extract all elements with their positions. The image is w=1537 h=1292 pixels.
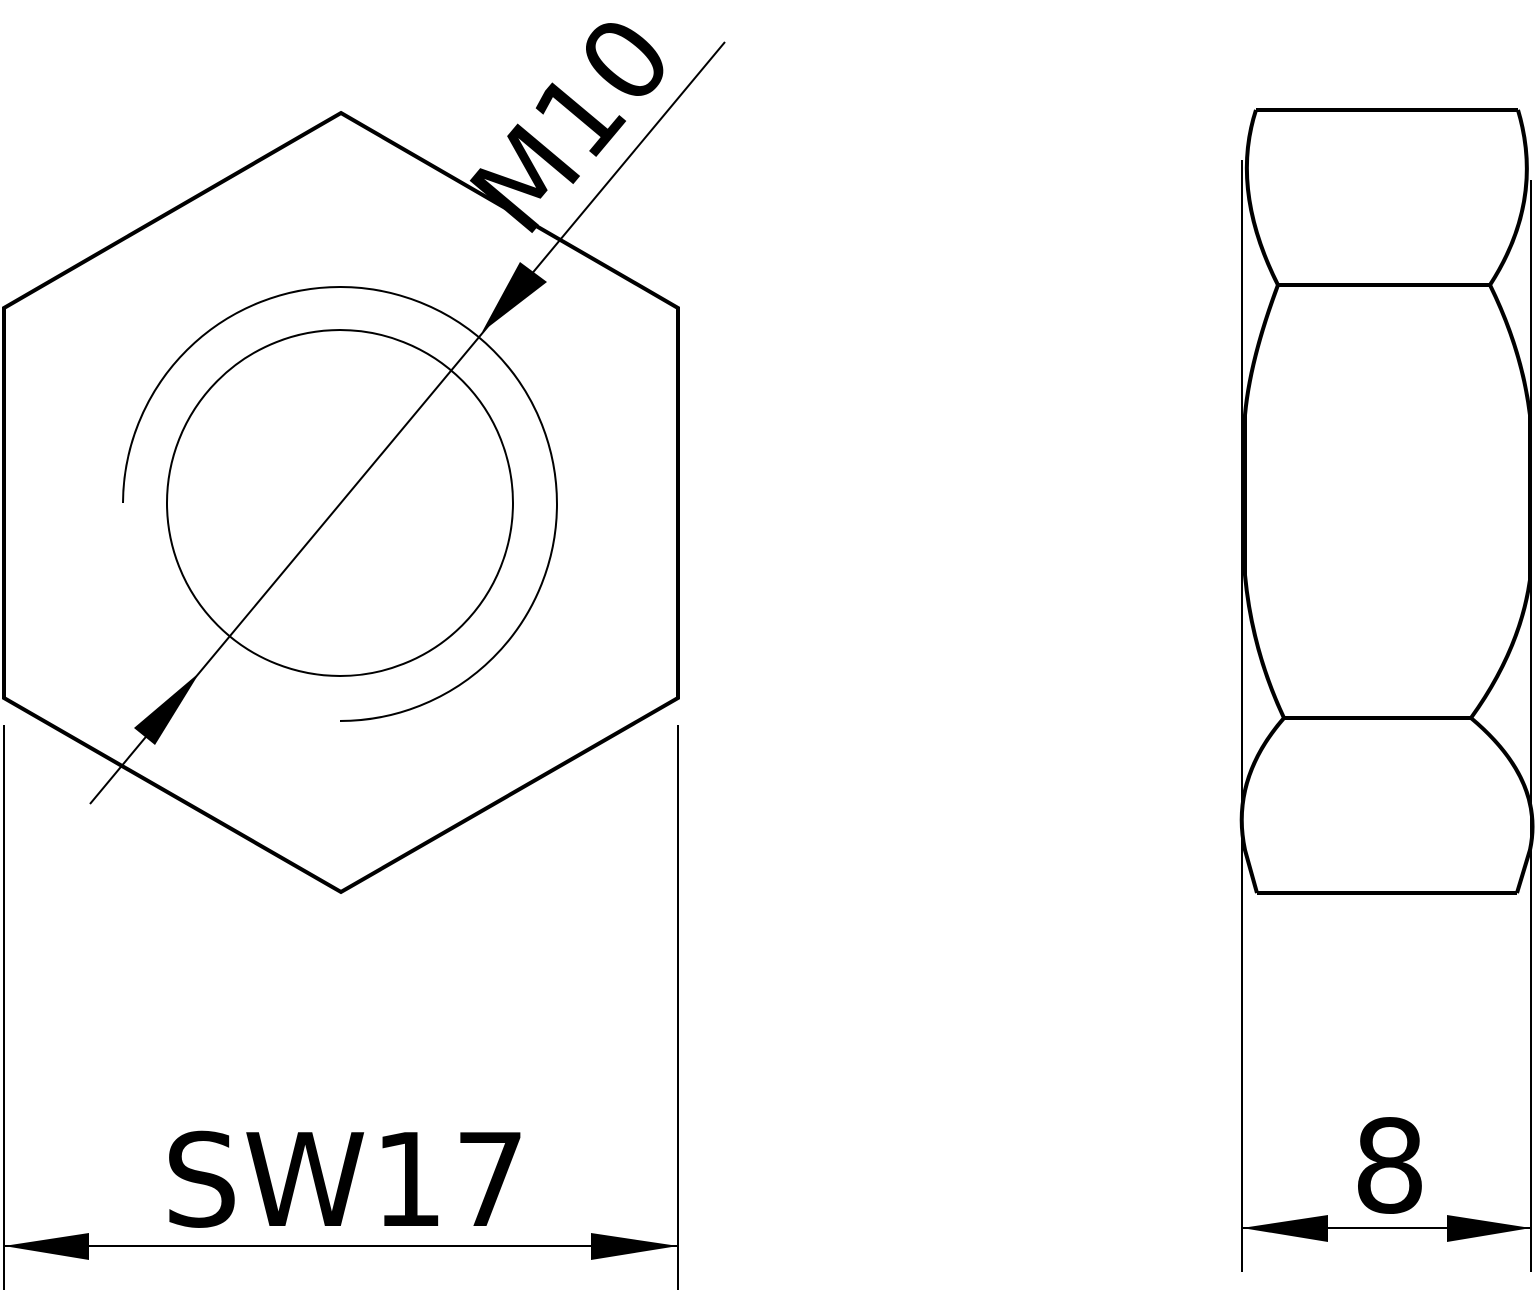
height-arrow-right xyxy=(1447,1215,1531,1242)
width-arrow-right xyxy=(591,1233,678,1260)
diameter-arrow-bottom xyxy=(134,672,200,745)
side-view: 8 xyxy=(1239,108,1535,1272)
thread-arc xyxy=(122,286,558,722)
face-curve-left xyxy=(1243,284,1286,719)
width-arrow-left xyxy=(4,1233,89,1260)
chamfer-curve-top-left xyxy=(1244,109,1280,286)
chamfer-curve-top-right xyxy=(1488,109,1529,287)
height-label: 8 xyxy=(1349,1094,1430,1243)
chamfer-curve-bottom-left xyxy=(1239,716,1286,894)
bore-circle xyxy=(166,329,514,677)
thread-size-label: M10 xyxy=(446,0,699,259)
face-curve-right xyxy=(1469,284,1532,720)
height-arrow-left xyxy=(1242,1215,1328,1242)
width-across-flats-label: SW17 xyxy=(161,1108,532,1257)
hexagon-outline xyxy=(2,110,680,895)
diameter-arrow-top xyxy=(482,262,547,332)
chamfer-curve-bottom-right xyxy=(1469,716,1535,894)
front-view: M10 SW17 xyxy=(2,0,726,1290)
